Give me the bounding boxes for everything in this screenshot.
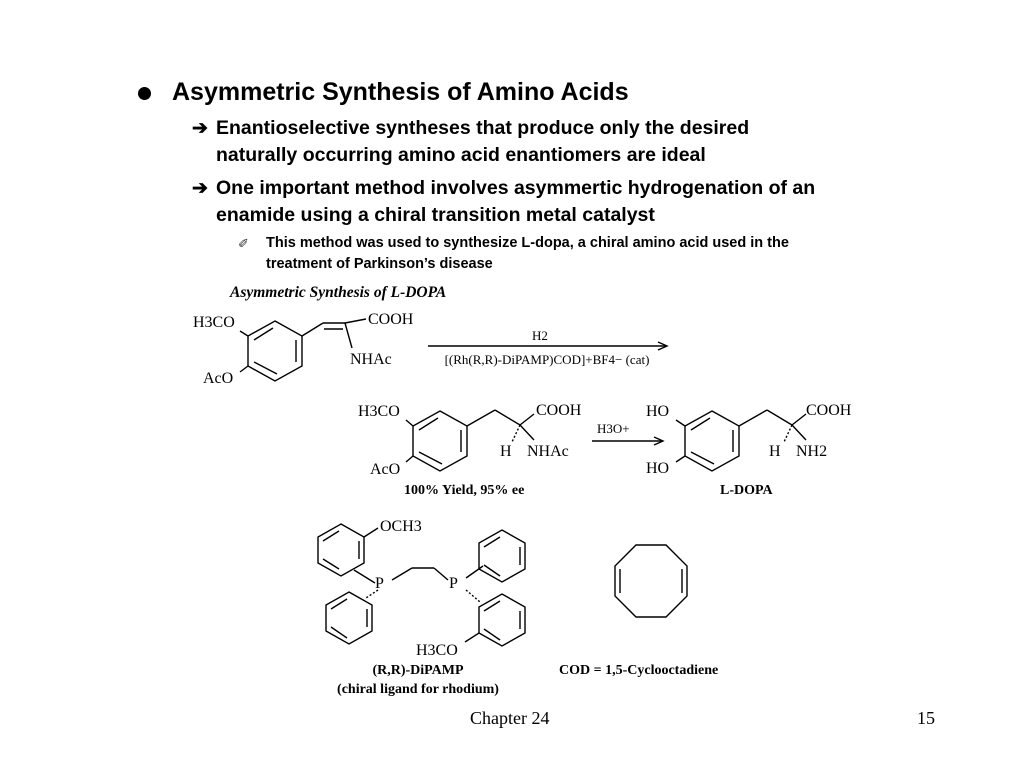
ligand-ring-phenyl-right <box>478 529 526 583</box>
reagent-h3o: H3O+ <box>597 421 630 436</box>
product-h: H <box>769 443 781 460</box>
reactant-cooh: COOH <box>368 311 414 328</box>
product-cooh: COOH <box>806 402 852 419</box>
intermediate-ring <box>412 410 468 472</box>
sub-bullet-line: naturally occurring amino acid enantiome… <box>216 144 706 166</box>
cod-caption: COD = 1,5-Cyclooctadiene <box>559 663 718 678</box>
intermediate-aco: AcO <box>370 461 400 478</box>
arrow-bullet-icon: ➔ <box>192 118 208 139</box>
sub-sub-bullet-line: This method was used to synthesize L-dop… <box>266 235 789 251</box>
reagent-h2: H2 <box>532 328 548 343</box>
product-ho-top: HO <box>646 403 669 420</box>
note-bullet-icon: ✐ <box>238 236 249 251</box>
sub-bullet-line: Enantioselective syntheses that produce … <box>216 117 750 139</box>
reactant-ring <box>247 320 303 382</box>
yield-caption: 100% Yield, 95% ee <box>404 483 524 498</box>
sub-bullet-line: enamide using a chiral transition metal … <box>216 204 655 226</box>
product-name: L-DOPA <box>720 483 774 498</box>
product-ho-bottom: HO <box>646 460 669 477</box>
reactant-aco: AcO <box>203 370 233 387</box>
sub-bullet-line: One important method involves asymmertic… <box>216 177 816 199</box>
reactant-nhac: NHAc <box>350 351 392 368</box>
intermediate-h: H <box>500 443 512 460</box>
intermediate-h3co: H3CO <box>358 403 400 420</box>
intermediate-nhac: NHAc <box>527 443 569 460</box>
bullet-dot-icon <box>138 87 151 100</box>
ligand-ring-anisyl-top <box>317 523 365 577</box>
ligand-p-left: P <box>375 575 384 592</box>
ligand-ring-anisyl-bottom <box>478 593 526 647</box>
sub-sub-bullet-line: treatment of Parkinson’s disease <box>266 256 493 272</box>
ligand-och3: OCH3 <box>380 518 422 535</box>
ligand-ring-phenyl-left <box>325 591 373 645</box>
product-nh2: NH2 <box>796 443 827 460</box>
reactant-h3co: H3CO <box>193 314 235 331</box>
ligand-p-right: P <box>449 575 458 592</box>
arrow-bullet-icon: ➔ <box>192 178 208 199</box>
product-ring <box>684 410 740 472</box>
ligand-h3co: H3CO <box>416 642 458 659</box>
ligand-name: (R,R)-DiPAMP <box>372 663 464 678</box>
footer-chapter: Chapter 24 <box>470 708 550 728</box>
reagent-catalyst: [(Rh(R,R)-DiPAMP)COD]+BF4− (cat) <box>445 352 650 367</box>
intermediate-cooh: COOH <box>536 402 582 419</box>
bullet-heading: Asymmetric Synthesis of Amino Acids <box>172 78 629 106</box>
ligand-caption: (chiral ligand for rhodium) <box>337 682 499 697</box>
cyclooctadiene-ring <box>614 544 688 618</box>
page-number: 15 <box>917 708 935 728</box>
figure-title: Asymmetric Synthesis of L-DOPA <box>229 284 446 301</box>
